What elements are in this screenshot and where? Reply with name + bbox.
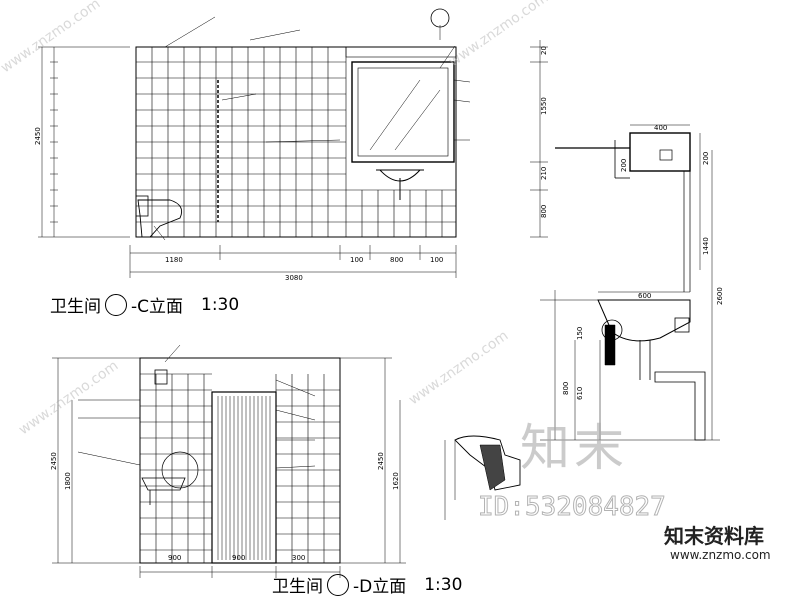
caption-c-room: 卫生间 <box>50 297 101 317</box>
dim-d-left-2: 1800 <box>64 472 72 490</box>
dim-d-right-1: 2450 <box>377 452 385 470</box>
dimension-labels: 1180 3080 100 800 100 2450 20 1550 210 8… <box>34 46 724 562</box>
dim-c-bottom-4: 800 <box>390 256 403 264</box>
dim-section-top: 400 <box>654 124 667 132</box>
brand-logo-text: 知末资料库 <box>664 524 764 548</box>
dim-section-600: 600 <box>638 292 651 300</box>
caption-d-suffix: -D立面 <box>353 577 407 597</box>
dim-d-left-1: 2450 <box>50 452 58 470</box>
dim-c-right-4: 800 <box>540 205 548 218</box>
dim-d-bottom-1: 900 <box>168 554 181 562</box>
dim-section-1440: 1440 <box>702 237 710 255</box>
dim-c-bottom-3: 100 <box>350 256 363 264</box>
watermark-id: ID:532084827 <box>478 492 667 523</box>
dim-section-610: 610 <box>576 387 584 400</box>
caption-c-elevation: 卫生间 -C立面 1:30 <box>50 292 239 317</box>
wall-detail-drawing <box>444 435 521 520</box>
dim-section-800: 800 <box>562 382 570 395</box>
dim-section-r2: 200 <box>620 159 628 172</box>
dim-d-bottom-3: 300 <box>292 554 305 562</box>
c-elevation-drawing <box>38 8 548 278</box>
dim-c-bottom-total: 3080 <box>285 274 303 282</box>
watermark-brand-large: 知末 <box>520 419 628 477</box>
dim-c-bottom-5: 100 <box>430 256 443 264</box>
dim-c-right-1: 20 <box>540 46 548 55</box>
d-elevation-drawing <box>52 344 406 578</box>
dim-section-150: 150 <box>576 327 584 340</box>
dim-section-r1: 200 <box>702 152 710 165</box>
dim-section-2600: 2600 <box>716 287 724 305</box>
dim-d-right-2: 1620 <box>392 472 400 490</box>
caption-c-symbol <box>105 293 127 316</box>
dim-c-left: 2450 <box>34 127 42 145</box>
caption-d-room: 卫生间 <box>272 577 323 597</box>
basin-section-drawing <box>540 124 720 441</box>
dim-c-right-3: 210 <box>540 167 548 180</box>
caption-c-scale: 1:30 <box>201 294 240 315</box>
dim-c-bottom-1: 1180 <box>165 256 183 264</box>
caption-d-symbol <box>327 573 349 596</box>
caption-c-suffix: -C立面 <box>131 297 184 317</box>
caption-d-scale: 1:30 <box>424 574 463 595</box>
dim-c-right-2: 1550 <box>540 97 548 115</box>
dim-d-bottom-2: 900 <box>232 554 245 562</box>
caption-d-elevation: 卫生间 -D立面 1:30 <box>272 572 462 597</box>
brand-url: www.znzmo.com <box>670 548 771 562</box>
